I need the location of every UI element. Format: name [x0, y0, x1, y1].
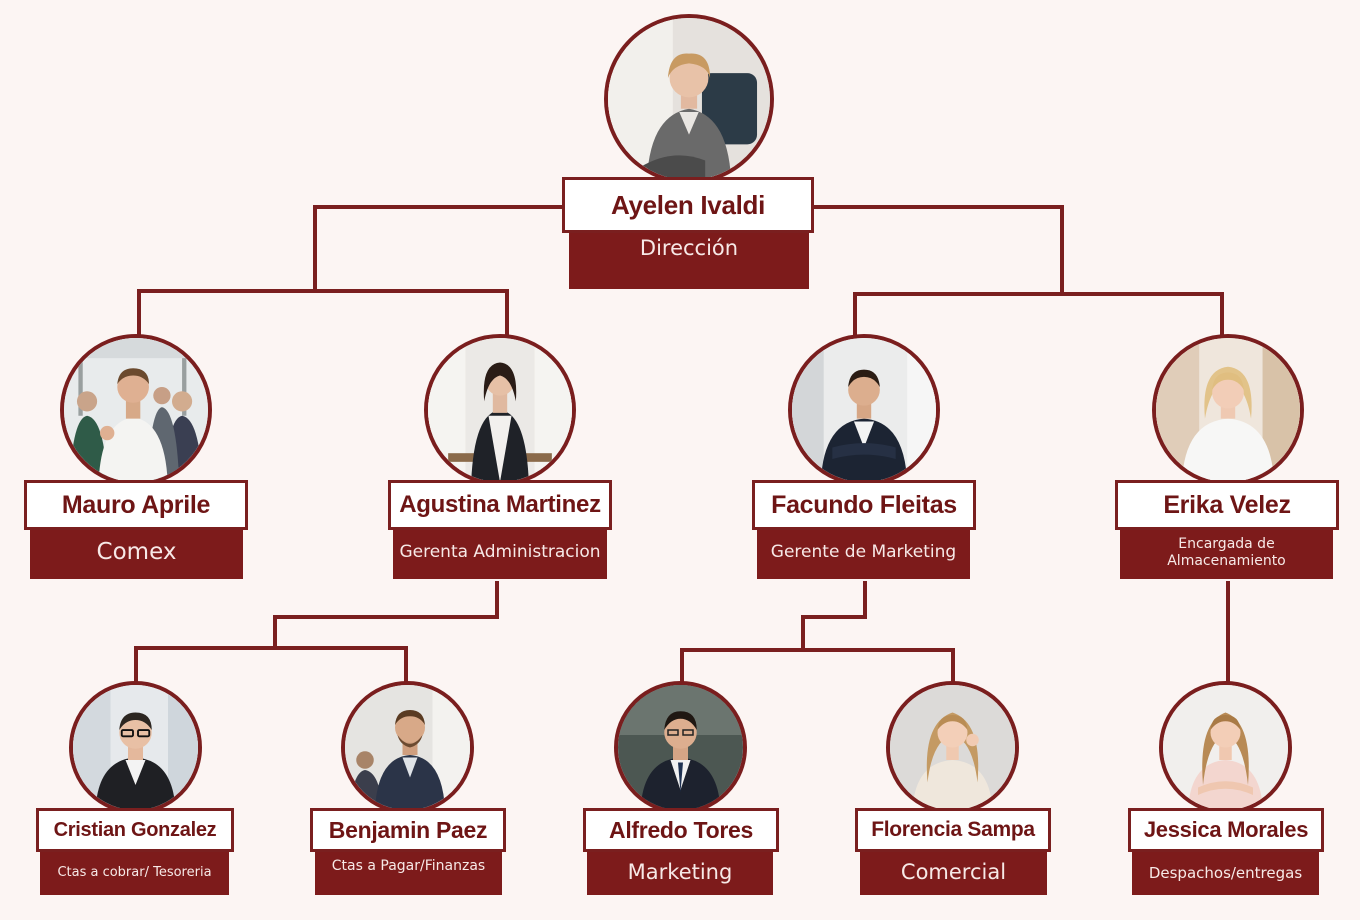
person-photo: [1163, 685, 1288, 810]
role-box-ayelen: Dirección: [569, 228, 809, 289]
person-photo: [64, 338, 208, 482]
avatar-erika: [1152, 334, 1304, 486]
name-box-jessica: Jessica Morales: [1128, 808, 1324, 852]
person-photo: [428, 338, 572, 482]
name-box-florencia: Florencia Sampa: [855, 808, 1051, 852]
name-box-agustina: Agustina Martinez: [388, 480, 612, 530]
name-box-alfredo: Alfredo Tores: [583, 808, 779, 852]
avatar-mauro: [60, 334, 212, 486]
role-box-agustina: Gerenta Administracion: [393, 526, 607, 579]
role-box-benjamin: Ctas a Pagar/Finanzas: [315, 848, 502, 895]
person-photo: [792, 338, 936, 482]
name-box-benjamin: Benjamin Paez: [310, 808, 506, 852]
connector-ayelen-right: [812, 205, 1224, 335]
name-box-mauro: Mauro Aprile: [24, 480, 248, 530]
avatar-facundo: [788, 334, 940, 486]
avatar-benjamin: [341, 681, 474, 814]
connector-agustina-team: [134, 581, 499, 682]
connector-ayelen-left: [137, 205, 564, 335]
connector-facundo-team: [680, 581, 955, 682]
avatar-florencia: [886, 681, 1019, 814]
name-box-facundo: Facundo Fleitas: [752, 480, 976, 530]
role-box-jessica: Despachos/entregas: [1132, 850, 1319, 895]
role-box-facundo: Gerente de Marketing: [757, 526, 970, 579]
role-box-alfredo: Marketing: [587, 850, 773, 895]
role-box-erika: Encargada de Almacenamiento: [1120, 526, 1333, 579]
person-photo: [1156, 338, 1300, 482]
avatar-alfredo: [614, 681, 747, 814]
role-box-cristian: Ctas a cobrar/ Tesoreria: [40, 850, 229, 895]
name-box-cristian: Cristian Gonzalez: [36, 808, 234, 852]
person-photo: [890, 685, 1015, 810]
person-photo: [73, 685, 198, 810]
person-photo: [345, 685, 470, 810]
avatar-jessica: [1159, 681, 1292, 814]
name-box-ayelen: Ayelen Ivaldi: [562, 177, 814, 233]
avatar-agustina: [424, 334, 576, 486]
name-box-erika: Erika Velez: [1115, 480, 1339, 530]
avatar-ayelen: [604, 14, 774, 184]
person-photo: [618, 685, 743, 810]
role-box-florencia: Comercial: [860, 850, 1047, 895]
role-box-mauro: Comex: [30, 526, 243, 579]
avatar-cristian: [69, 681, 202, 814]
person-photo: [608, 18, 770, 180]
